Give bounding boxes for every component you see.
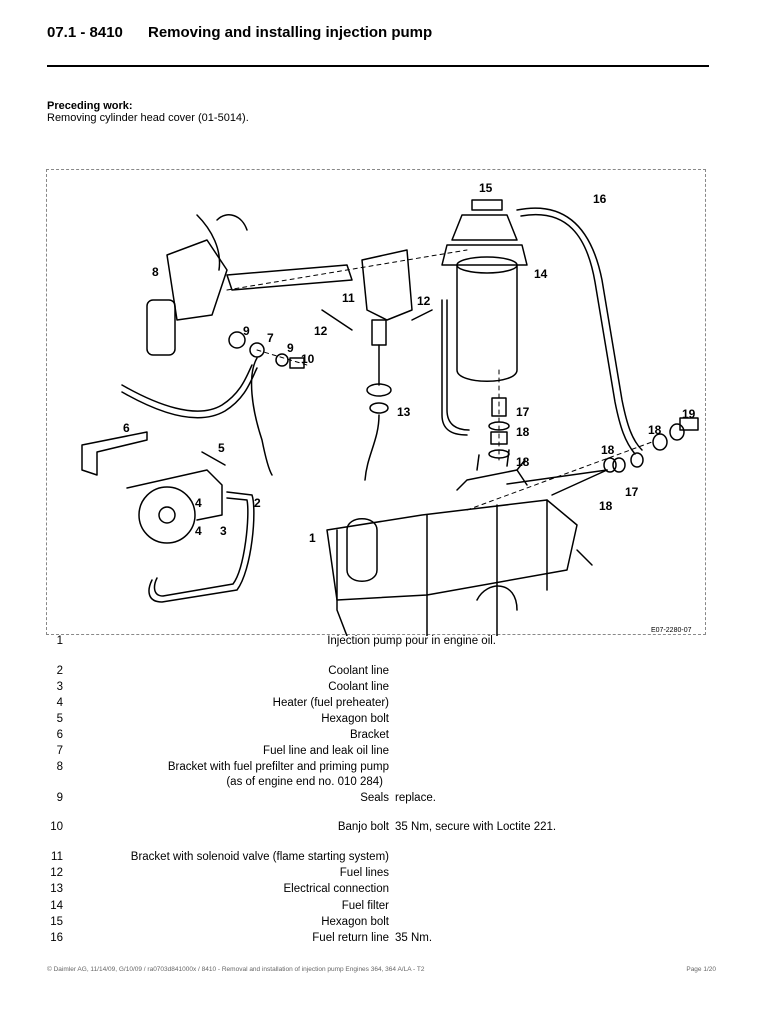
section-title: Removing and installing injection pump (148, 24, 433, 41)
legend-number: 14 (50, 900, 63, 912)
legend-item: 1 Injection pump pour in engine oil. (0, 635, 768, 651)
callout-19: 19 (682, 407, 696, 421)
callout-18d: 18 (599, 499, 613, 513)
callout-13: 13 (397, 405, 411, 419)
callout-12: 12 (314, 324, 328, 338)
legend-number: 7 (56, 745, 63, 757)
legend-description: Seals (360, 792, 389, 804)
legend-number: 16 (50, 932, 63, 944)
callout-5: 5 (218, 441, 225, 455)
callout-18b: 18 (516, 455, 530, 469)
callout-8: 8 (152, 265, 159, 279)
legend-description: Fuel filter (341, 900, 389, 912)
callout-3: 3 (220, 524, 227, 538)
callout-4: 4 (195, 524, 202, 538)
callout-6: 6 (123, 421, 130, 435)
legend-description: Electrical connection (283, 883, 389, 895)
callout-15: 15 (479, 181, 493, 195)
callout-18c: 18 (601, 443, 615, 457)
legend-item: 16 Fuel return line 35 Nm. (0, 932, 768, 948)
callout-9: 9 (243, 324, 250, 338)
legend-item: 8 Bracket with fuel prefilter and primin… (0, 761, 768, 777)
callout-1: 1 (309, 531, 316, 545)
legend-number: 4 (56, 697, 63, 709)
callout-12b: 12 (417, 294, 431, 308)
legend-description: Hexagon bolt (321, 916, 389, 928)
callout-11: 11 (342, 291, 355, 305)
legend-description: Banjo bolt (337, 821, 389, 833)
legend-number: 8 (56, 761, 63, 773)
legend-number: 2 (56, 665, 63, 677)
legend-item: 2 Coolant line (0, 665, 768, 681)
legend-description: Fuel lines (339, 867, 389, 879)
legend-item: 6 Bracket (0, 729, 768, 745)
section-number: 07.1 - 8410 (47, 24, 123, 41)
legend-number: 3 (56, 681, 63, 693)
callout-4b: 4 (195, 496, 202, 510)
legend-description: Injection pump pour in engine oil. (327, 635, 496, 647)
legend-number: 13 (50, 883, 63, 895)
legend-note: 35 Nm, secure with Loctite 221. (395, 821, 557, 833)
legend-item: 15 Hexagon bolt (0, 916, 768, 932)
legend-number: 12 (50, 867, 63, 879)
callout-2: 2 (254, 496, 261, 510)
legend-number: 11 (51, 851, 63, 863)
legend-item: 7 Fuel line and leak oil line (0, 745, 768, 761)
page-title: 07.1 - 8410 Removing and installing injec… (47, 24, 432, 41)
callout-17: 17 (516, 405, 530, 419)
legend-number: 5 (56, 713, 63, 725)
diagram-linework (81, 199, 699, 636)
legend-item: 5 Hexagon bolt (0, 713, 768, 729)
legend-number: 10 (50, 821, 63, 833)
legend-item: 4 Heater (fuel preheater) (0, 697, 768, 713)
footer-copyright: © Daimler AG, 11/14/09, G/10/09 / ra0703… (47, 966, 425, 973)
legend-description: Coolant line (328, 665, 389, 677)
preceding-work-text: Removing cylinder head cover (01-5014). (47, 112, 249, 124)
legend-number: 1 (56, 635, 63, 647)
legend-item: 13 Electrical connection (0, 883, 768, 899)
callout-18e: 18 (648, 423, 662, 437)
title-divider (47, 65, 709, 67)
legend-description: Fuel line and leak oil line (263, 745, 389, 757)
callout-10: 10 (301, 352, 315, 366)
legend-item: 10 Banjo bolt 35 Nm, secure with Loctite… (0, 821, 768, 837)
callout-18: 18 (516, 425, 530, 439)
legend-description: Heater (fuel preheater) (272, 697, 389, 709)
figure-code: E07-2280-07 (651, 627, 692, 634)
legend-description: Bracket with fuel prefilter and priming … (167, 761, 389, 773)
callout-16: 16 (593, 192, 607, 206)
legend-description: Hexagon bolt (321, 713, 389, 725)
legend-item: 9 Seals replace. (0, 792, 768, 808)
legend-description-line2: (as of engine end no. 010 284) (226, 776, 383, 788)
legend-description: Coolant line (328, 681, 389, 693)
legend-number: 6 (56, 729, 63, 741)
legend-item: 3 Coolant line (0, 681, 768, 697)
legend-item: 14 Fuel filter (0, 900, 768, 916)
callout-9b: 9 (287, 341, 294, 355)
preceding-work-label: Preceding work: (47, 100, 133, 112)
legend-item: 12 Fuel lines (0, 867, 768, 883)
legend-number: 9 (56, 792, 63, 804)
callout-14: 14 (534, 267, 548, 281)
legend-note: 35 Nm. (395, 932, 433, 944)
callout-labels: 1 2 3 4 4 5 6 7 8 9 9 10 11 12 12 13 14 … (123, 181, 696, 634)
page-number: Page 1/20 (686, 966, 716, 973)
legend-note: replace. (395, 792, 436, 804)
diagram-drawing: 1 2 3 4 4 5 6 7 8 9 9 10 11 12 12 13 14 … (81, 181, 699, 636)
legend-description: Bracket (350, 729, 389, 741)
callout-7: 7 (267, 331, 274, 345)
legend-item: 11 Bracket with solenoid valve (flame st… (0, 851, 768, 867)
legend-description: Bracket with solenoid valve (flame start… (130, 851, 389, 863)
legend-description: Fuel return line (312, 932, 389, 944)
legend-item-continuation: (as of engine end no. 010 284) (0, 776, 768, 792)
legend-number: 15 (50, 916, 63, 928)
callout-17b: 17 (625, 485, 639, 499)
exploded-diagram: 1 2 3 4 4 5 6 7 8 9 9 10 11 12 12 13 14 … (46, 169, 706, 636)
